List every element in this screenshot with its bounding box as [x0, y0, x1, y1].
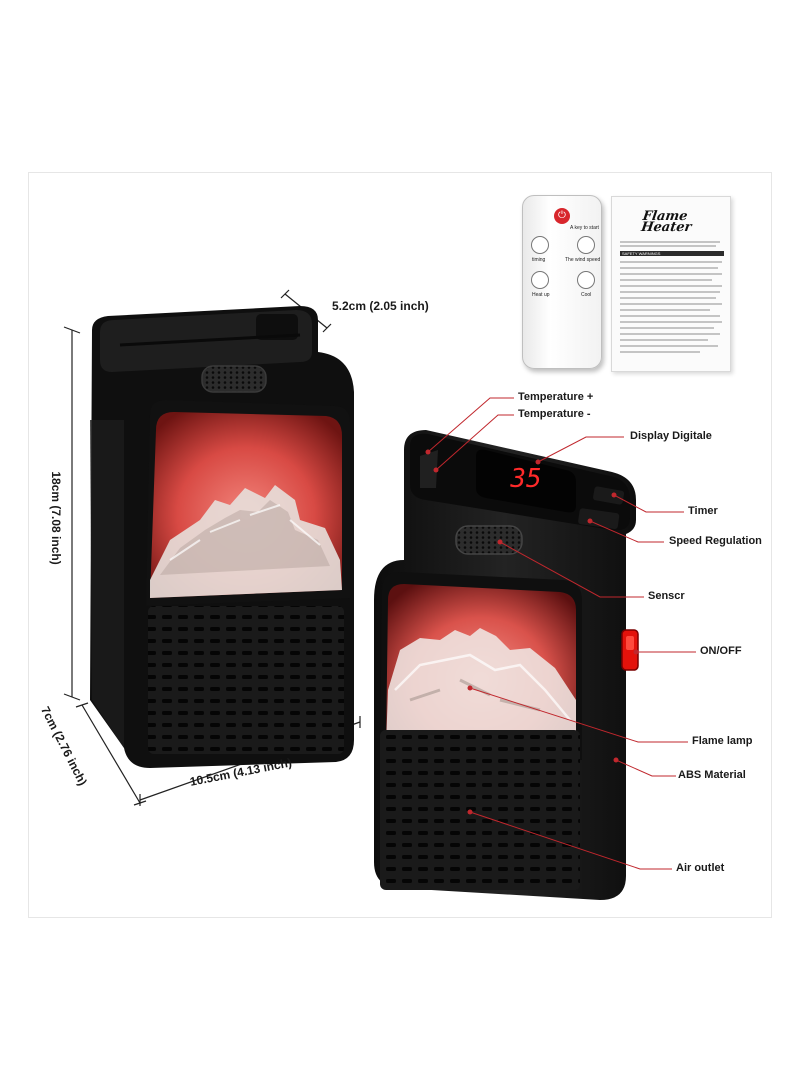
label-on-off: ON/OFF: [700, 645, 742, 657]
heat-up-icon: [531, 271, 549, 289]
remote-heat-up: Heat up: [532, 292, 550, 298]
manual-section-heading: SAFETY WARNINGS: [620, 251, 724, 256]
label-display: Display Digitale: [630, 430, 712, 442]
dimension-height: 18cm (7.08 inch): [49, 471, 63, 565]
label-abs-material: ABS Material: [678, 769, 746, 781]
cool-icon: [577, 271, 595, 289]
label-timer: Timer: [688, 505, 718, 517]
label-flame-lamp: Flame lamp: [692, 735, 753, 747]
label-sensor: Senscr: [648, 590, 685, 602]
remote-control: ⏻ A key to start timing The wind speed H…: [522, 195, 602, 369]
label-temperature-minus: Temperature -: [518, 408, 591, 420]
remote-cool: Cool: [581, 292, 592, 298]
dimension-top-depth: 5.2cm (2.05 inch): [332, 299, 429, 313]
manual-brand-logo: Flame Heater: [640, 209, 693, 235]
remote-timing: timing: [532, 257, 546, 263]
digital-display: 35: [509, 464, 541, 494]
timer-icon: [531, 236, 549, 254]
power-icon: ⏻: [554, 208, 570, 224]
remote-wind-speed: The wind speed: [565, 257, 601, 263]
fan-icon: [577, 236, 595, 254]
callout-lines: [427, 397, 696, 870]
label-temperature-plus: Temperature +: [518, 391, 594, 403]
label-speed-regulation: Speed Regulation: [669, 535, 762, 547]
callout-dots: [425, 449, 639, 815]
heater-front: 35: [374, 430, 639, 900]
label-air-outlet: Air outlet: [676, 862, 725, 874]
remote-power-hint: A key to start: [570, 225, 599, 231]
heater-back: [90, 306, 354, 768]
instruction-manual: Flame Heater SAFETY WARNINGS: [611, 196, 731, 372]
image-frame: [28, 172, 772, 918]
